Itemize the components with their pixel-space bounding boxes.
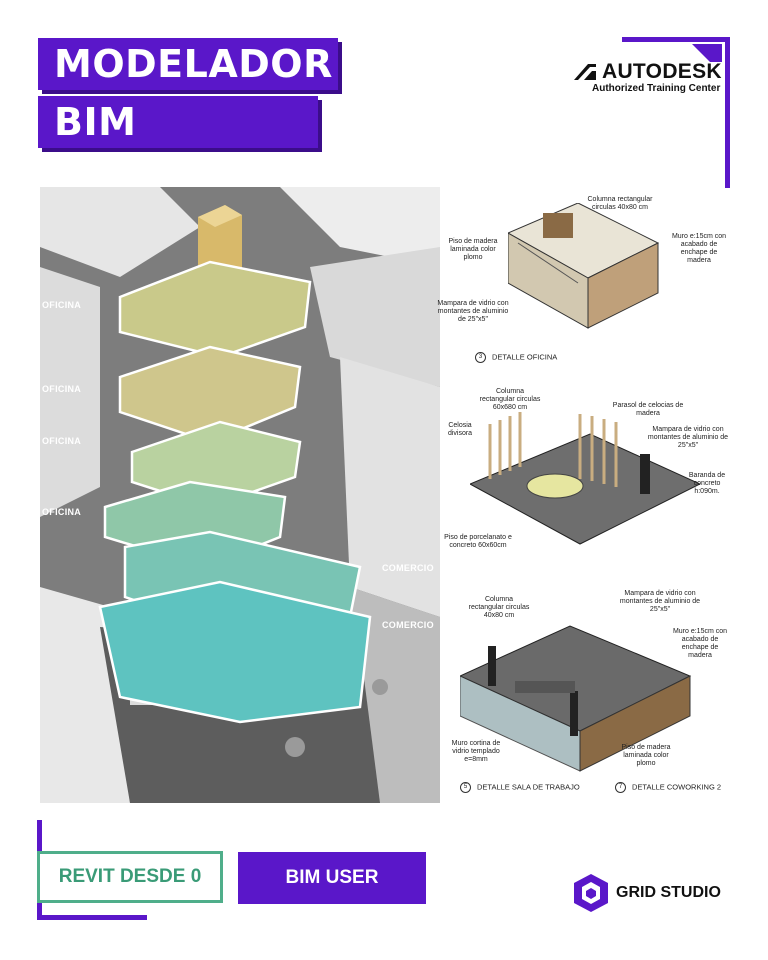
detail3-caption2-text: DETALLE COWORKING 2 (632, 782, 722, 792)
detail-oficina-illustration (508, 203, 660, 329)
detail-coworking-illustration (470, 412, 700, 545)
detail2-celosia-note: Celosia divisora (447, 422, 473, 437)
bim-user-button[interactable]: BIM USER (238, 852, 426, 904)
detail3-piso-note: Piso de madera laminada color plomo (621, 744, 671, 767)
title-line-1: MODELADOR (38, 38, 338, 90)
frame-right-accent (725, 140, 730, 180)
label-comercio-1: COMERCIO (382, 563, 434, 573)
frame-top-right-bar (622, 37, 730, 42)
autodesk-name: AUTODESK (602, 60, 722, 83)
detail-sala-trabajo: Columna rectangular circulas 40x80 cm Ma… (440, 586, 730, 796)
grid-studio-logo-icon (574, 874, 608, 912)
detail3-columna-note: Columna rectangular circulas 40x80 cm (468, 596, 530, 619)
detail2-piso-note: Piso de porcelanato e concreto 60x60cm (444, 534, 512, 549)
label-oficina-3: OFICINA (42, 436, 82, 446)
detail-coworking: Columna rectangular circulas 60x680 cm P… (440, 384, 730, 574)
frame-corner-accent (692, 44, 722, 62)
label-oficina-1: OFICINA (42, 300, 82, 310)
detail3-caption-1: 5 DETALLE SALA DE TRABAJO (460, 782, 580, 793)
detail2-columna-note: Columna rectangular circulas 60x680 cm (479, 388, 541, 411)
frame-bottom-bar (37, 915, 147, 920)
building-illustration (40, 187, 440, 803)
grid-studio-name: GRID STUDIO (616, 884, 721, 901)
building-exploded-axonometric: OFICINA OFICINA OFICINA OFICINA COMERCIO… (40, 187, 440, 803)
detail1-muro-note: Muro e:15cm con acabado de enchape de ma… (671, 233, 727, 264)
label-oficina-4: OFICINA (42, 507, 82, 517)
detail3-caption-2: 7 DETALLE COWORKING 2 (615, 782, 721, 793)
autodesk-mark-icon (574, 64, 596, 80)
detail1-caption-text: DETALLE OFICINA (492, 352, 558, 362)
detail1-mampara-note: Mampara de vidrio con montantes de alumi… (437, 300, 509, 323)
detail1-columna-note: Columna rectangular circulas 40x80 cm (587, 196, 653, 211)
detail3-mampara-note: Mampara de vidrio con montantes de alumi… (619, 590, 701, 613)
detail2-mampara-note: Mampara de vidrio con montantes de alumi… (647, 426, 729, 449)
label-oficina-2: OFICINA (42, 384, 82, 394)
title-line-2: BIM JUNIOR (38, 96, 318, 196)
detail3-muro-note: Muro e:15cm con acabado de enchape de ma… (672, 628, 728, 659)
autodesk-subtitle: Authorized Training Center (592, 83, 721, 94)
detail3-caption1-num: 5 (460, 782, 471, 793)
revit-desde-0-button[interactable]: REVIT DESDE 0 (37, 851, 223, 903)
detail-oficina: Columna rectangular circulas 40x80 cm Pi… (437, 188, 730, 364)
detail1-caption-num: 3 (475, 352, 486, 363)
label-comercio-2: COMERCIO (382, 620, 434, 630)
detail3-caption2-num: 7 (615, 782, 626, 793)
detail2-baranda-note: Baranda de concreto h:090m. (688, 472, 726, 495)
autodesk-logo: AUTODESK (574, 60, 722, 84)
detail-sala-illustration (460, 625, 692, 772)
detail2-parasol-note: Parasol de celocias de madera (612, 402, 684, 417)
detail1-piso-note: Piso de madera laminada color plomo (448, 238, 498, 261)
detail3-muro-cortina-note: Muro cortina de vidrio templado e=8mm (451, 740, 501, 763)
detail3-caption1-text: DETALLE SALA DE TRABAJO (477, 782, 580, 792)
detail1-caption: 3 DETALLE OFICINA (475, 352, 557, 363)
